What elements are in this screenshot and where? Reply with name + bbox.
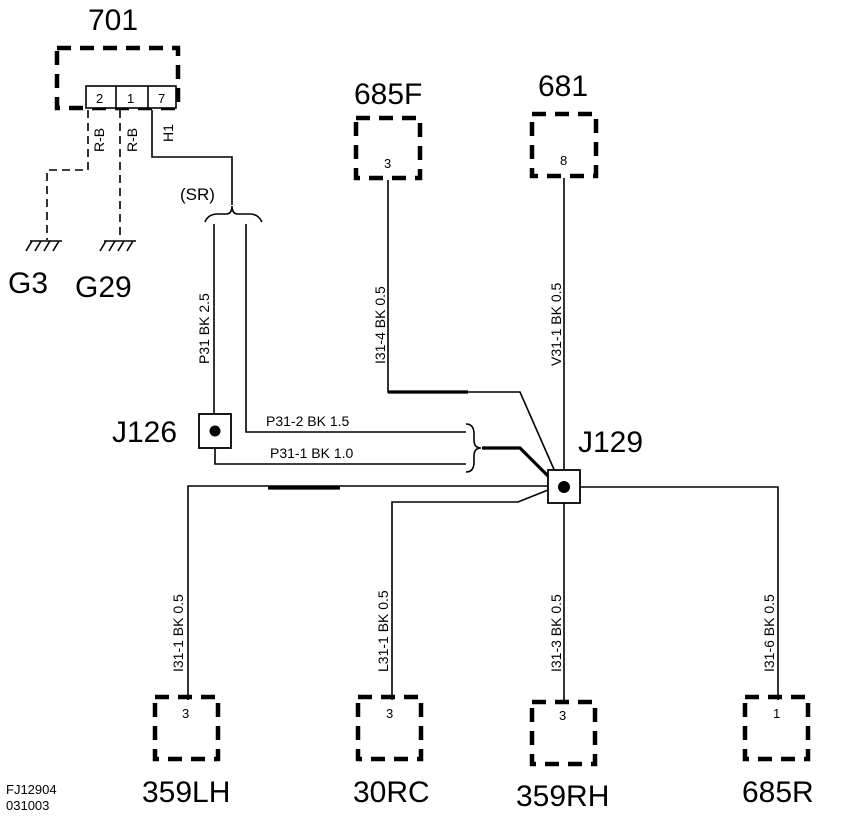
splice-j126-dot <box>209 425 221 437</box>
connector-681-housing <box>529 111 599 179</box>
wire-label-p31-2: P31-2 BK 1.5 <box>266 413 349 429</box>
wire-l31-1 <box>391 489 549 700</box>
connector-359RH-label: 359RH <box>516 780 609 813</box>
connector-359LH-label: 359LH <box>142 776 230 809</box>
diagram-date: 031003 <box>6 798 49 813</box>
connector-30RC-label: 30RC <box>353 776 430 809</box>
wire-label-sr: (SR) <box>180 185 215 204</box>
connector-685F-housing <box>353 115 423 181</box>
connector-359RH-pin: 3 <box>559 708 566 723</box>
connector-685R-label: 685R <box>742 776 814 809</box>
ground-symbol-g3 <box>25 240 62 252</box>
wire-label-rb: R-B <box>124 128 140 152</box>
connector-701-label: 701 <box>88 4 138 37</box>
connector-701-pin: 1 <box>127 91 134 106</box>
ground-label-g3: G3 <box>8 267 48 300</box>
wire-label-i31-1: I31-1 BK 0.5 <box>170 594 186 672</box>
connector-359RH-housing <box>529 699 598 767</box>
splice-label-j126: J126 <box>112 416 177 449</box>
connector-681-pin: 8 <box>560 153 567 168</box>
connector-685R-pin: 1 <box>773 706 780 721</box>
connector-359LH-pin: 3 <box>182 706 189 721</box>
connector-685F-label: 685F <box>354 78 422 111</box>
p31-brace <box>465 423 482 473</box>
connector-685F-pin: 3 <box>384 156 391 171</box>
splice-label-j129: J129 <box>578 426 643 459</box>
wire-rb-to-g3 <box>46 110 89 240</box>
wire-h1 <box>151 110 233 205</box>
ground-label-g29: G29 <box>75 271 132 304</box>
connector-681: 681 8 <box>529 70 599 179</box>
wire-label-i31-6: I31-6 BK 0.5 <box>761 594 777 672</box>
diagram-code: FJ12904 <box>6 782 57 797</box>
wire-label-v31-1: V31-1 BK 0.5 <box>548 283 564 366</box>
sr-brace <box>204 205 263 223</box>
wire-label-i31-3: I31-3 BK 0.5 <box>548 594 564 672</box>
connector-30RC-pin: 3 <box>386 706 393 721</box>
wire-label-p31-1: P31-1 BK 1.0 <box>270 445 353 461</box>
connector-701: 701 2 1 7 <box>54 4 181 111</box>
connector-685R-housing <box>742 694 811 762</box>
wire-label-rb: R-B <box>91 128 107 152</box>
ground-symbol-g29 <box>99 240 136 252</box>
connector-701-pin-block <box>85 85 177 109</box>
connector-359LH: 3 359LH <box>142 694 230 809</box>
wire-i31-4 <box>387 180 468 393</box>
connector-701-pin: 2 <box>96 91 103 106</box>
wire-label-l31-1: L31-1 BK 0.5 <box>375 590 391 672</box>
connector-685R: 1 685R <box>742 694 814 809</box>
splice-j129-dot <box>558 481 570 493</box>
connector-701-pin: 7 <box>158 91 165 106</box>
wire-p31-2 <box>245 224 466 433</box>
wire-p31-1 <box>214 448 466 465</box>
wire-label-p31: P31 BK 2.5 <box>196 293 212 364</box>
wire-label-h1: H1 <box>160 124 176 142</box>
connector-685F: 685F 3 <box>353 78 423 181</box>
wire-i31-1 <box>187 485 548 700</box>
wire-i31-4-to-j129 <box>468 391 557 475</box>
connector-30RC-housing <box>355 694 424 762</box>
wire-label-i31-4: I31-4 BK 0.5 <box>372 286 388 364</box>
connector-359RH: 3 359RH <box>516 699 609 813</box>
connector-30RC: 3 30RC <box>353 694 430 809</box>
connector-359LH-housing <box>152 694 221 762</box>
wire-brace-to-j129 <box>482 446 550 478</box>
connector-681-label: 681 <box>538 70 588 103</box>
wire-i31-6 <box>580 486 779 700</box>
